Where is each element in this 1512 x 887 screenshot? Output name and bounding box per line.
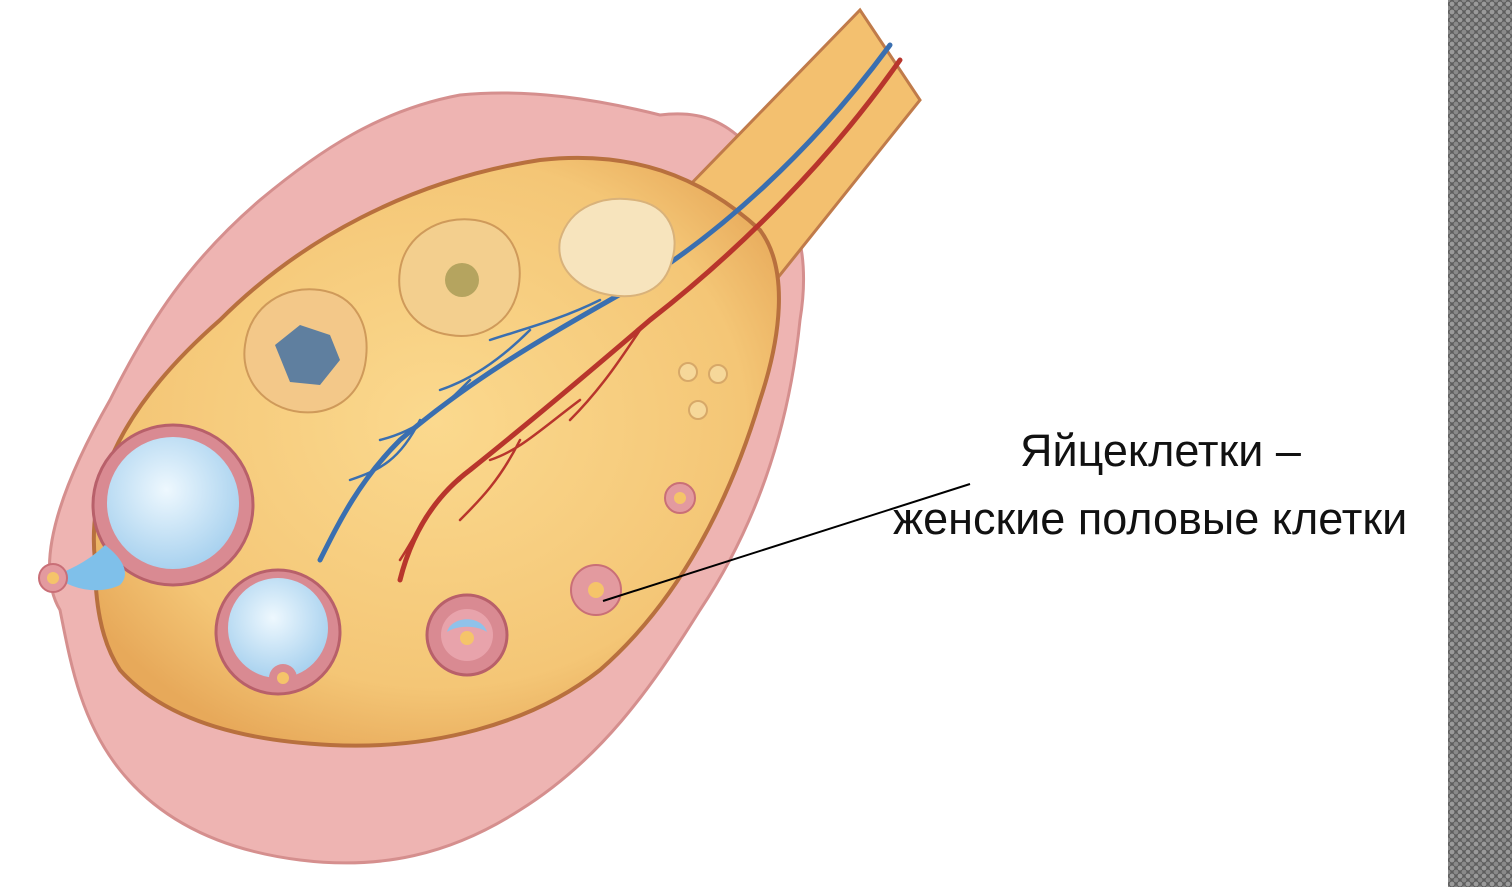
secondary-follicle [571,565,621,615]
corpus-luteum [399,219,519,336]
released-egg [39,564,67,592]
antral-follicle [427,595,507,675]
caption-line-2: женские половые клетки [893,496,1407,541]
caption-line-1: Яйцеклетки – [1020,428,1301,473]
primary-follicle [665,483,695,513]
mature-follicle [216,570,340,694]
ruptured-follicle [244,289,366,412]
corpus-albicans [559,199,674,296]
decorative-border-strip [1448,0,1512,887]
